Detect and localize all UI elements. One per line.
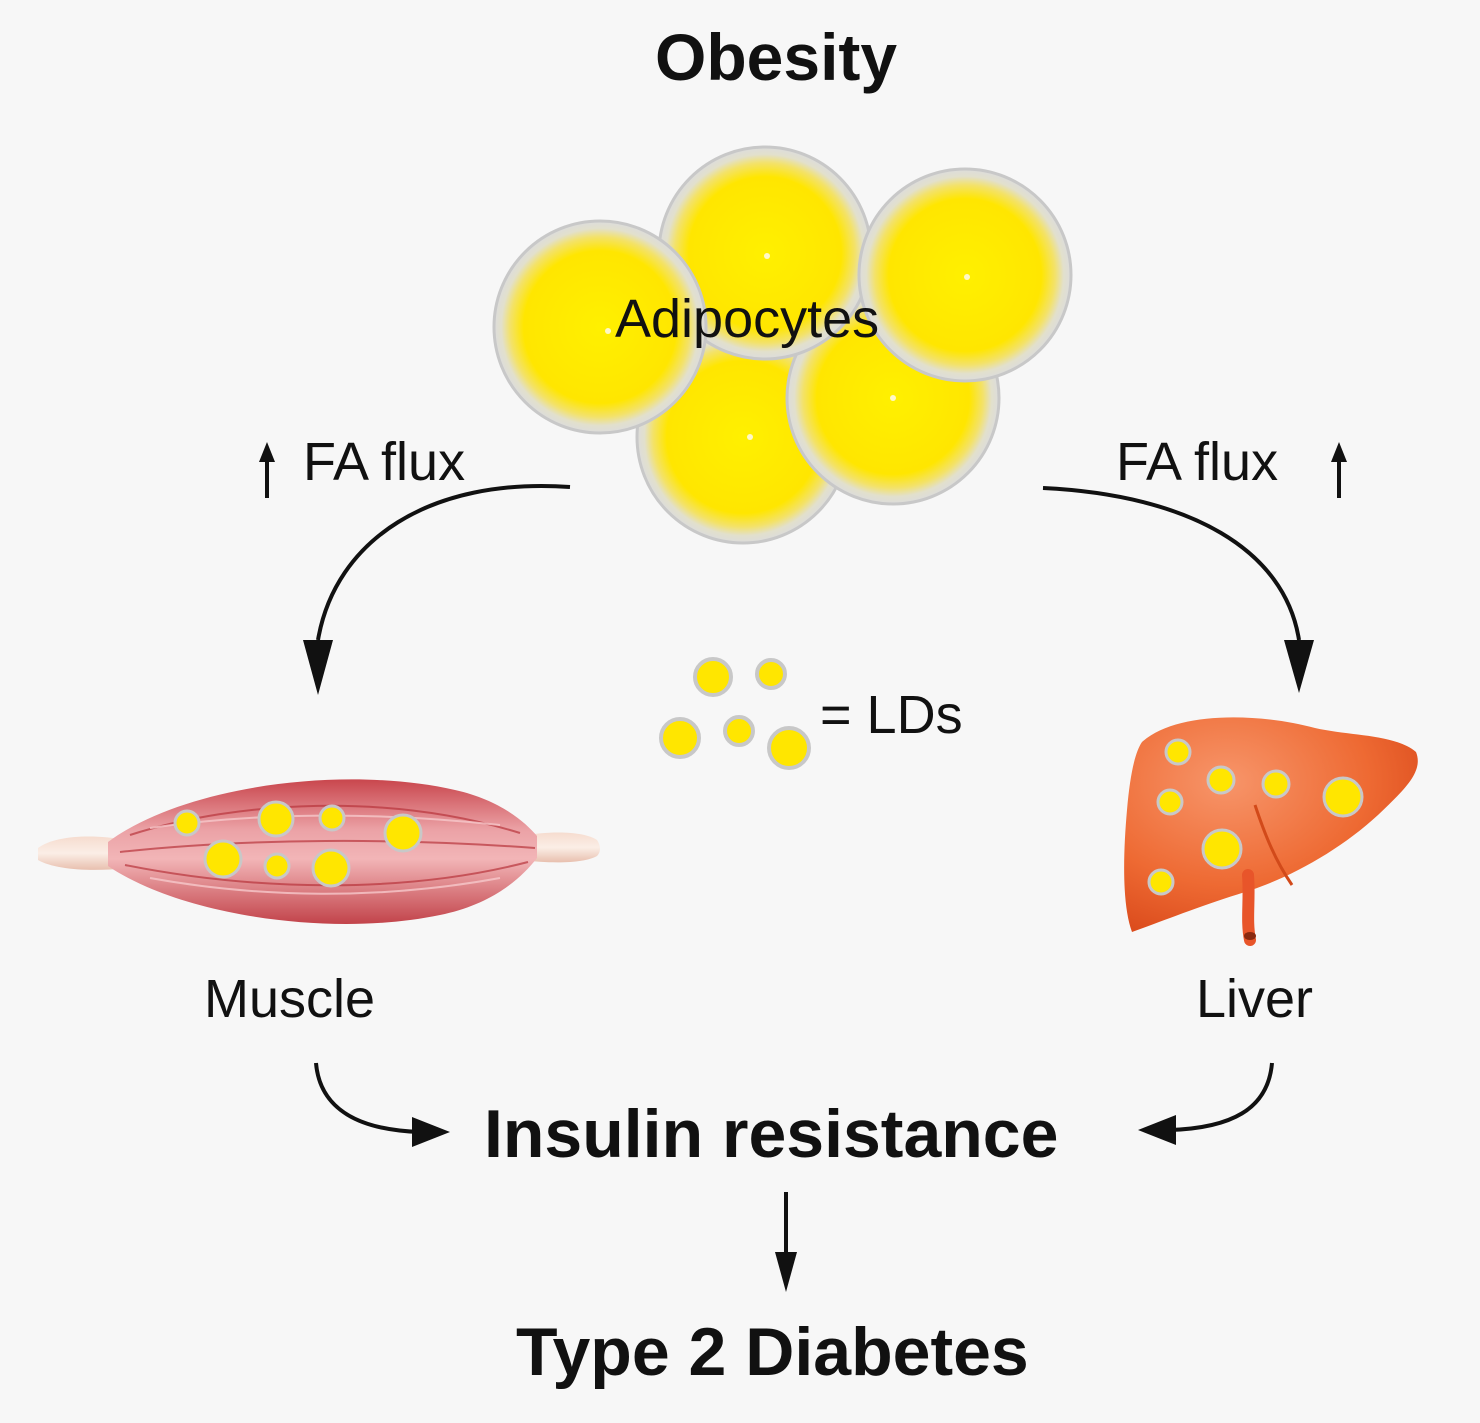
adipocyte-cell [492,219,708,435]
insulin-resistance-label: Insulin resistance [484,1096,1059,1172]
liver-illustration [1124,717,1418,946]
up-arrow-icon [1331,442,1347,498]
muscle-illustration [38,779,600,924]
up-arrow-icon [259,442,275,498]
arrow-muscle-to-ir [314,1062,450,1147]
arrow-ir-to-diabetes [775,1192,797,1292]
muscle-label: Muscle [204,969,376,1029]
ld-legend-label: = LDs [820,685,963,745]
fa-flux-left-label: FA flux [303,432,466,492]
ld-legend-dots [659,657,811,770]
adipocytes-label: Adipocytes [615,289,880,349]
liver-label: Liver [1196,969,1314,1029]
diagram-title: Obesity [655,20,898,94]
adipocyte-cluster [492,145,1073,545]
type2-diabetes-label: Type 2 Diabetes [516,1314,1029,1390]
flux-arrow-left [303,484,571,695]
flux-arrow-right [1042,486,1314,693]
arrow-liver-to-ir [1138,1062,1274,1145]
fa-flux-right-label: FA flux [1116,432,1279,492]
